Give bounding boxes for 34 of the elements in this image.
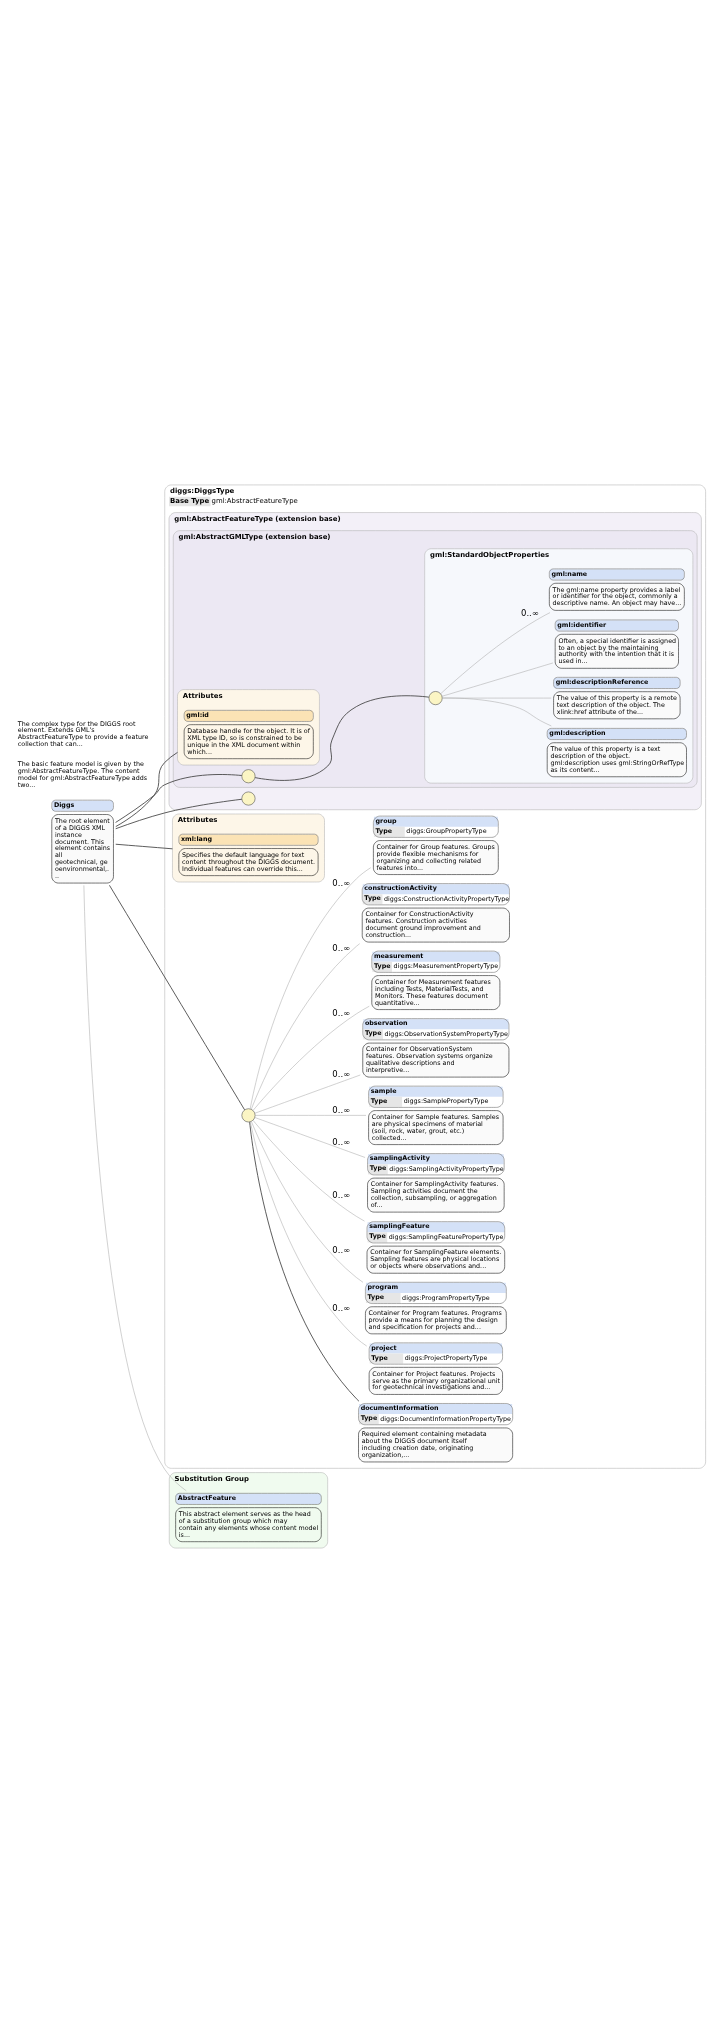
connector [254, 1074, 361, 1113]
connector [83, 884, 187, 1491]
connector [441, 697, 552, 698]
edge-label: 0..∞ [331, 1104, 350, 1115]
node-circle [241, 791, 255, 805]
connector [441, 662, 553, 697]
connector [441, 697, 552, 726]
connector [439, 611, 550, 694]
edge-label: 0..∞ [331, 1007, 350, 1018]
connector [250, 1120, 363, 1283]
connector [254, 694, 429, 781]
edge-label: 0..∞ [520, 607, 539, 618]
connector [252, 1005, 370, 1111]
connector [114, 843, 173, 849]
node-circle [241, 1107, 255, 1122]
edge-label: 0..∞ [331, 877, 350, 888]
edge-label: 0..∞ [331, 1189, 350, 1200]
node-circle [428, 690, 442, 705]
connector [114, 751, 178, 827]
connector [250, 942, 360, 1109]
connector [249, 1121, 367, 1346]
connector [254, 1114, 366, 1116]
edge-label: 0..∞ [331, 1068, 350, 1079]
edge-label: 0..∞ [331, 1302, 350, 1313]
connector [254, 1116, 365, 1158]
edge-label: 0..∞ [331, 942, 350, 953]
connector [249, 866, 371, 1109]
node-circle [241, 768, 255, 783]
connector [248, 1121, 359, 1402]
connector [114, 773, 242, 823]
connector [252, 1119, 365, 1221]
edge-label: 0..∞ [331, 1244, 350, 1255]
connector [108, 884, 245, 1110]
edge-label: 0..∞ [331, 1136, 350, 1146]
